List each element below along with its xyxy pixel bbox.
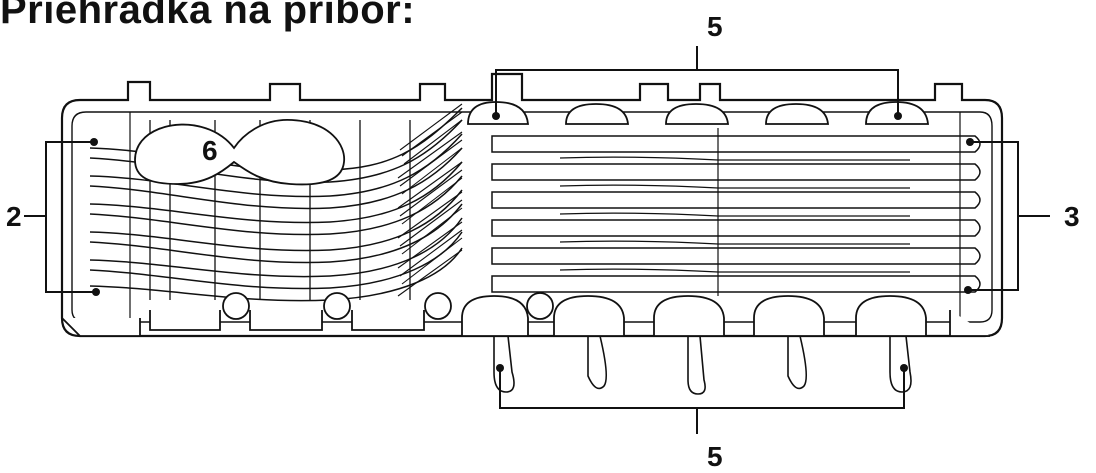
callout-leaders — [24, 46, 1050, 434]
fork-tines — [397, 103, 463, 297]
bottom-clips — [461, 295, 927, 337]
callout-top-5: 5 — [707, 11, 723, 42]
callout-right-3: 3 — [1064, 201, 1080, 232]
right-cutlery-section — [491, 128, 981, 296]
left-cutlery-section — [89, 107, 463, 302]
hanging-hooks — [493, 335, 912, 395]
callout-bottom-5: 5 — [707, 441, 723, 472]
top-clips — [467, 101, 929, 125]
callout-left-2: 2 — [6, 201, 22, 232]
spoon-bowls — [134, 119, 345, 186]
diagram-title: Priehradka na príbor: — [0, 0, 416, 32]
callout-center-6: 6 — [202, 135, 218, 166]
callout-dots — [90, 112, 974, 372]
bottom-feet-row — [61, 292, 990, 337]
